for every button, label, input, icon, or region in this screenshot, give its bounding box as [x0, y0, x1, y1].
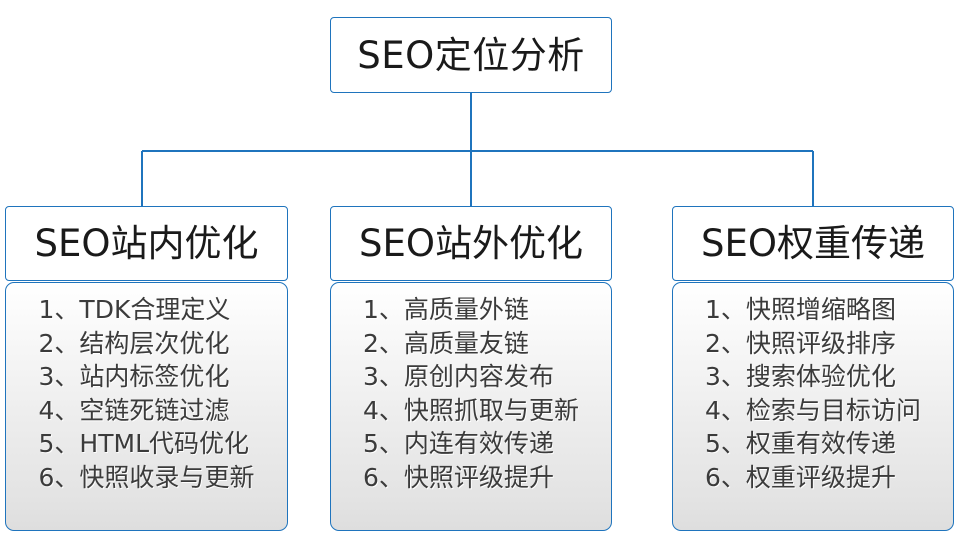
list-item: 5、HTML代码优化: [38, 429, 250, 458]
list-item: 1、TDK合理定义: [38, 295, 231, 324]
list-item: 4、空链死链过滤: [38, 395, 230, 425]
list-item: 4、检索与目标访问: [705, 395, 921, 425]
branch-header-label-3: SEO权重传递: [701, 222, 925, 265]
list-item: 6、快照收录与更新: [38, 462, 255, 492]
list-item: 1、快照增缩略图: [705, 295, 896, 324]
branch-body-3: 1、快照增缩略图 2、快照评级排序 3、搜索体验优化 4、检索与目标访问 5、权…: [672, 282, 954, 531]
list-item: 4、快照抓取与更新: [363, 395, 579, 425]
branch-item-list-2: 1、高质量外链 2、高质量友链 3、原创内容发布 4、快照抓取与更新 5、内连有…: [363, 293, 579, 494]
branch-header-label-1: SEO站内优化: [34, 222, 259, 265]
list-item: 1、高质量外链: [363, 295, 529, 324]
root-node[interactable]: SEO定位分析: [330, 17, 612, 93]
branch-column-3: SEO权重传递 1、快照增缩略图 2、快照评级排序 3、搜索体验优化 4、检索与…: [672, 206, 954, 531]
branch-header-label-2: SEO站外优化: [359, 222, 583, 265]
list-item: 5、权重有效传递: [705, 429, 896, 458]
branch-header-1[interactable]: SEO站内优化: [5, 206, 288, 281]
list-item: 3、站内标签优化: [38, 362, 230, 391]
root-node-label: SEO定位分析: [357, 33, 585, 77]
list-item: 6、权重评级提升: [705, 462, 896, 492]
list-item: 2、高质量友链: [363, 328, 529, 358]
branch-column-1: SEO站内优化 1、TDK合理定义 2、结构层次优化 3、站内标签优化 4、空链…: [5, 206, 288, 531]
list-item: 3、搜索体验优化: [705, 362, 896, 391]
list-item: 2、快照评级排序: [705, 328, 896, 358]
branch-item-list-1: 1、TDK合理定义 2、结构层次优化 3、站内标签优化 4、空链死链过滤 5、H…: [39, 293, 255, 494]
branch-header-3[interactable]: SEO权重传递: [672, 206, 954, 281]
branch-body-2: 1、高质量外链 2、高质量友链 3、原创内容发布 4、快照抓取与更新 5、内连有…: [330, 282, 612, 531]
branch-header-2[interactable]: SEO站外优化: [330, 206, 612, 281]
branch-item-list-3: 1、快照增缩略图 2、快照评级排序 3、搜索体验优化 4、检索与目标访问 5、权…: [705, 293, 921, 494]
list-item: 2、结构层次优化: [38, 328, 230, 358]
branch-column-2: SEO站外优化 1、高质量外链 2、高质量友链 3、原创内容发布 4、快照抓取与…: [330, 206, 612, 531]
list-item: 5、内连有效传递: [363, 429, 554, 458]
list-item: 3、原创内容发布: [363, 362, 554, 391]
branch-body-1: 1、TDK合理定义 2、结构层次优化 3、站内标签优化 4、空链死链过滤 5、H…: [5, 282, 288, 531]
list-item: 6、快照评级提升: [363, 462, 554, 492]
